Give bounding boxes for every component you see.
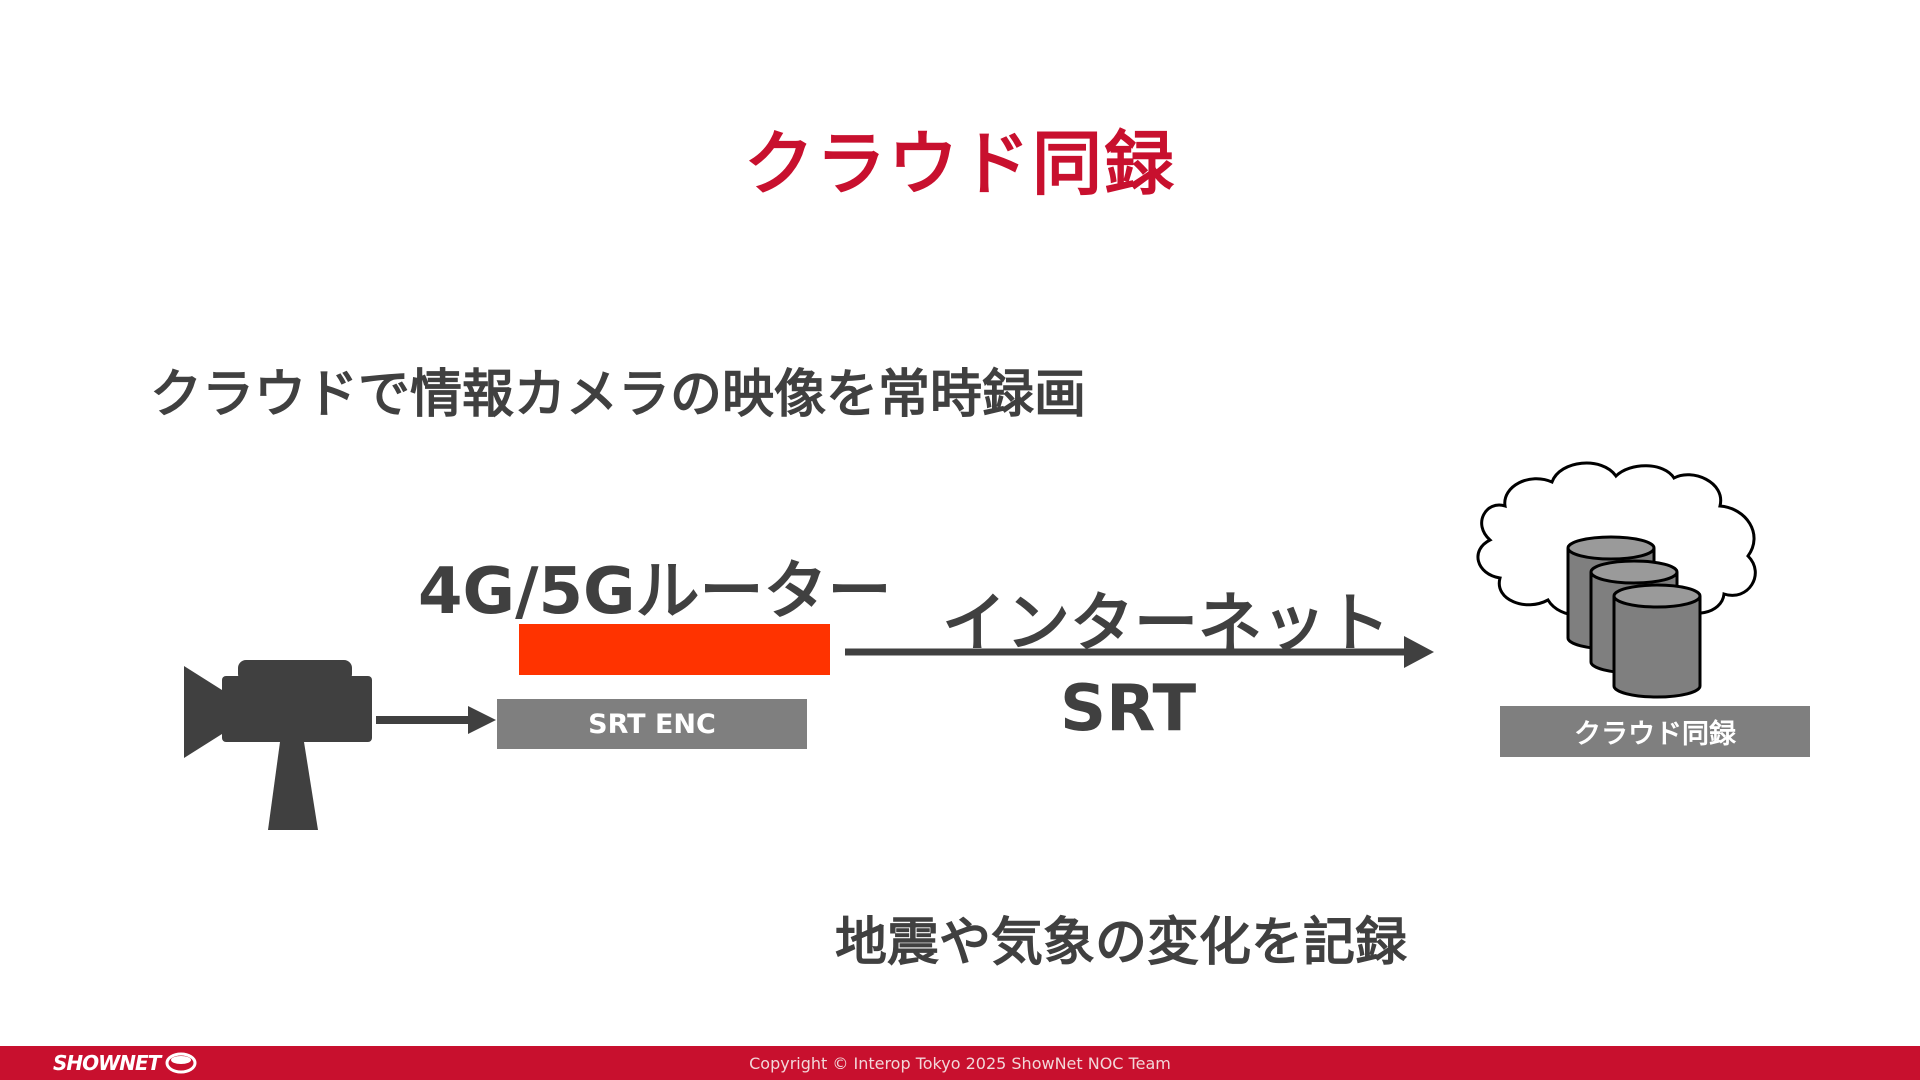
slide-subtitle: クラウドで情報カメラの映像を常時録画 xyxy=(150,365,1087,425)
router-bar xyxy=(519,624,830,675)
camera-to-encoder-arrow xyxy=(376,706,496,734)
footer-bar: SHOWNET Copyright © Interop Tokyo 2025 S… xyxy=(0,1046,1920,1080)
shownet-logo-mark xyxy=(165,1052,197,1074)
router-label: 4G/5Gルーター xyxy=(418,555,892,629)
copyright-text: Copyright © Interop Tokyo 2025 ShowNet N… xyxy=(749,1054,1171,1073)
bottom-caption: 地震や気象の変化を記録 xyxy=(835,913,1408,973)
camera-icon xyxy=(184,660,372,830)
internet-arrow xyxy=(845,636,1434,668)
protocol-label: SRT xyxy=(1060,672,1197,746)
shownet-logo: SHOWNET xyxy=(53,1051,198,1075)
shownet-logo-text: SHOWNET xyxy=(53,1051,161,1075)
cloud-recording-box: クラウド同録 xyxy=(1500,706,1810,757)
encoder-label: SRT ENC xyxy=(588,708,716,740)
cloud-recording-label: クラウド同録 xyxy=(1574,719,1736,750)
slide-title: クラウド同録 xyxy=(744,123,1176,205)
diagram-graphics xyxy=(184,461,1757,830)
database-icon xyxy=(1566,535,1702,699)
database-cylinder xyxy=(1612,583,1702,699)
encoder-box: SRT ENC xyxy=(497,699,807,749)
